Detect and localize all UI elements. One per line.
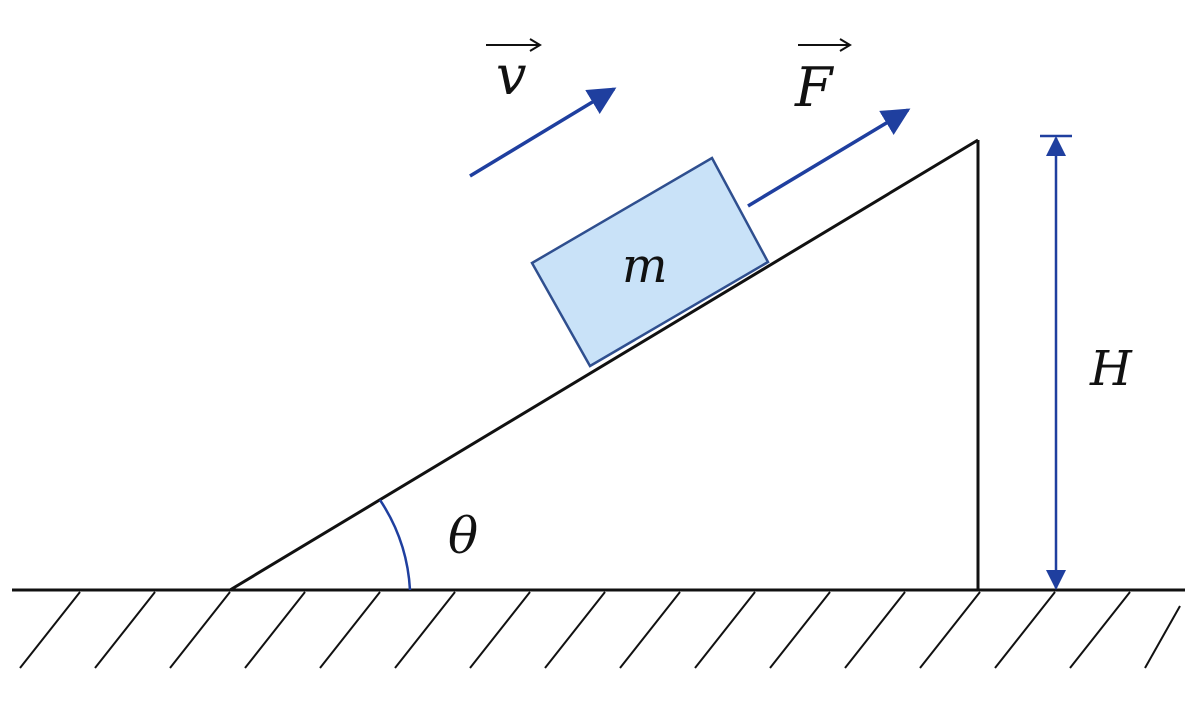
incline-surface (229, 138, 979, 592)
angle-label: θ (448, 507, 478, 565)
force-arrow (747, 108, 911, 208)
mass-block (530, 156, 770, 368)
velocity-arrow (469, 87, 617, 178)
mass-label: m (622, 238, 668, 294)
force-label: F (794, 56, 835, 119)
ground-hatch (19, 591, 1181, 669)
force-vector-tip (839, 38, 852, 52)
angle-arc (378, 499, 412, 591)
velocity-vector-tip (529, 38, 542, 52)
height-label: H (1089, 341, 1133, 397)
velocity-label: v (496, 44, 527, 107)
